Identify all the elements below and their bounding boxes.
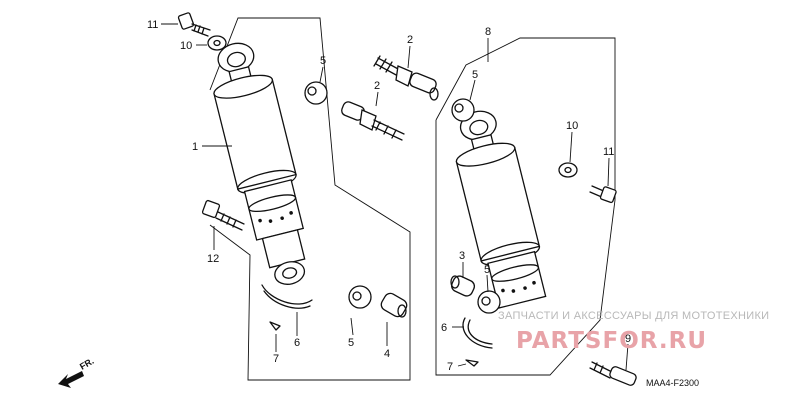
front-direction-label: FR.	[78, 356, 96, 372]
right-assembly-frame	[435, 37, 616, 376]
drawing-code: MAA4-F2300	[646, 378, 699, 388]
callout-11-right: 11	[603, 146, 614, 158]
callout-6-left: 6	[294, 337, 300, 349]
callout-5-right: 5	[472, 69, 478, 81]
callout-5-lower-right: 5	[484, 264, 490, 276]
callout-4: 4	[384, 348, 390, 360]
callout-2-upper: 2	[407, 34, 413, 46]
bushing-5-top	[304, 81, 328, 105]
flange-bolt-11-right	[589, 185, 617, 204]
bushing-5-lower-right	[477, 290, 501, 314]
watermark-logo: PARTSFOR.RU	[516, 328, 707, 354]
stud-bolt-2-lower	[341, 101, 405, 141]
circlip-6-right	[462, 317, 493, 349]
collar-3	[450, 275, 476, 297]
pin-7-right	[465, 359, 479, 367]
callout-10-left: 10	[180, 40, 192, 52]
callout-2-lower: 2	[374, 80, 380, 92]
washer-10-right	[558, 162, 578, 178]
callout-11-left: 11	[147, 19, 158, 31]
left-shock-absorber	[213, 42, 306, 285]
front-direction-arrow: FR.	[58, 356, 96, 388]
callout-5-lower-left: 5	[348, 337, 354, 349]
pin-7-left	[269, 321, 281, 331]
callout-12: 12	[207, 253, 219, 265]
leader-lines	[161, 23, 629, 371]
callout-9: 9	[625, 333, 631, 345]
stud-bolt-9	[589, 361, 637, 386]
stud-bolt-2-upper	[373, 55, 439, 101]
circlip-6-left	[261, 284, 313, 309]
callout-3: 3	[459, 250, 465, 262]
callout-8: 8	[485, 26, 491, 38]
callout-6-right: 6	[441, 322, 447, 334]
right-shock-absorber	[455, 110, 547, 309]
callout-10-right: 10	[566, 120, 578, 132]
callout-7-left: 7	[273, 353, 279, 365]
washer-10-left	[207, 35, 227, 51]
callout-5-top: 5	[320, 55, 326, 67]
bolt-12	[201, 199, 245, 231]
watermark-tagline: ЗАПЧАСТИ И АКСЕССУАРЫ ДЛЯ МОТОТЕХНИКИ	[498, 310, 769, 322]
flange-bolt-11-left	[177, 12, 211, 37]
callout-7-right: 7	[447, 361, 453, 373]
collar-4	[380, 292, 408, 318]
left-assembly-frame	[209, 17, 411, 381]
bushing-5-lower-left	[348, 285, 372, 309]
callout-1: 1	[192, 141, 198, 153]
bushing-5-right	[451, 98, 475, 122]
